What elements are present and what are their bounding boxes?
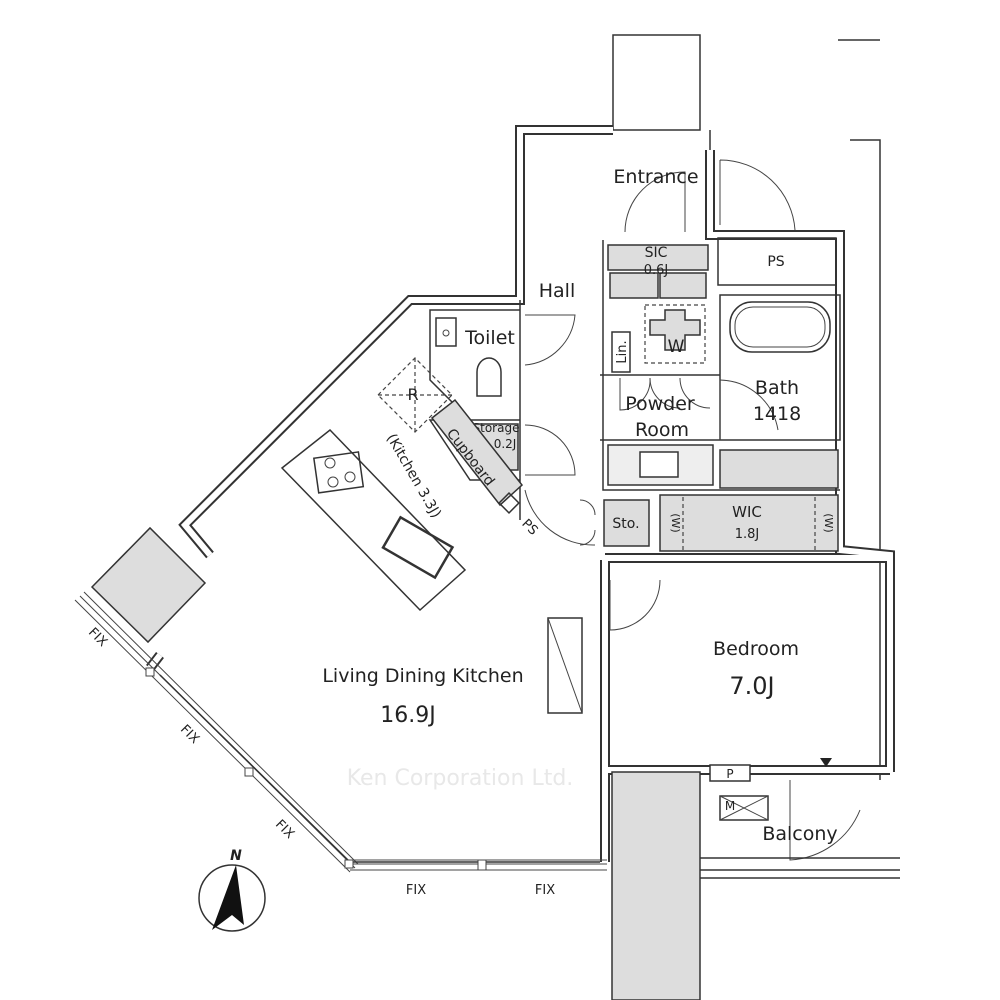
toilet-sink xyxy=(435,317,457,347)
balcony-rail xyxy=(700,857,900,879)
compass-label: N xyxy=(230,848,242,864)
bathtub-inner xyxy=(734,306,826,348)
linen-label: Lin. xyxy=(615,340,630,363)
bath-label: Bath xyxy=(755,377,799,399)
fix-label-3: FIX xyxy=(272,817,297,842)
storage-label: Storage xyxy=(473,421,520,435)
kitchen-counter xyxy=(280,428,467,612)
sink-icon xyxy=(442,329,450,337)
sc-size: 0.6J xyxy=(644,263,669,278)
cupboard xyxy=(430,398,524,507)
walls xyxy=(146,125,895,862)
linen-closet xyxy=(611,331,631,373)
fix-label-5: FIX xyxy=(535,883,555,898)
sc-label: SIC xyxy=(645,245,668,261)
window-mullion xyxy=(244,767,254,777)
burner-icon xyxy=(324,457,336,469)
doors xyxy=(524,159,861,861)
ps-kitchen-label: PS xyxy=(518,517,540,539)
storage-closet xyxy=(603,499,650,547)
pipe-space-kitchen xyxy=(498,492,520,514)
wic-size: 1.8J xyxy=(735,527,760,542)
ps-label: PS xyxy=(767,254,784,270)
bedroom-label: Bedroom xyxy=(713,638,799,660)
walk-in-closet xyxy=(659,494,839,552)
column xyxy=(90,526,207,644)
wic-w-right: (W) xyxy=(822,513,835,532)
fix-label-1: FIX xyxy=(85,625,110,650)
wic-shelf xyxy=(719,449,839,489)
stove-icon xyxy=(313,451,365,494)
fix-label-2: FIX xyxy=(177,722,202,747)
fridge-label: R xyxy=(407,385,418,404)
meter-box-cross xyxy=(719,795,769,821)
toilet-bowl-icon xyxy=(476,357,502,397)
powder-room-label-2: Room xyxy=(635,419,689,441)
washer-label: W xyxy=(668,337,685,357)
kitchen-label: (Kitchen 3.3J) xyxy=(383,431,444,521)
m-label: M xyxy=(725,799,735,813)
kitchen-sink-icon xyxy=(381,515,455,580)
balcony-column xyxy=(611,771,701,1000)
ldk-storage-diagonal xyxy=(547,617,583,714)
north-arrow-icon xyxy=(212,865,244,930)
sto-label: Sto. xyxy=(612,516,639,532)
washbasin-icon xyxy=(639,451,679,478)
window-mullion xyxy=(145,667,155,677)
ldk-storage xyxy=(547,617,583,714)
toilet-label: Toilet xyxy=(464,327,515,349)
balcony-label: Balcony xyxy=(762,823,837,845)
hanger-rail xyxy=(682,497,816,550)
entrance-label: Entrance xyxy=(613,166,698,188)
wic-label: WIC xyxy=(732,503,762,521)
bedroom-size: 7.0J xyxy=(729,672,774,700)
triangle-marker-icon xyxy=(820,758,832,767)
refrigerator-space xyxy=(377,357,453,433)
shoe-closet xyxy=(607,244,709,271)
window-mullion xyxy=(477,859,487,871)
shoe-closet-shelf xyxy=(609,272,659,299)
fix-label-4: FIX xyxy=(406,883,426,898)
ldk-label: Living Dining Kitchen xyxy=(322,665,523,687)
washer-area xyxy=(644,304,706,364)
watermark: Ken Corporation Ltd. xyxy=(347,766,574,791)
window-mullion xyxy=(344,859,354,869)
p-label: P xyxy=(726,767,733,781)
wic-w-left: (W) xyxy=(669,513,682,532)
meter-box xyxy=(719,795,769,821)
bath-size: 1418 xyxy=(753,403,801,425)
ldk-size: 16.9J xyxy=(380,703,435,728)
exterior-wall-right xyxy=(838,39,881,780)
washer-drain-icon xyxy=(649,309,701,351)
compass-icon xyxy=(198,864,266,932)
bathtub-icon xyxy=(729,301,831,353)
burner-icon xyxy=(344,471,356,483)
storage-size: 0.2J xyxy=(494,437,517,451)
shoe-closet-shelf xyxy=(659,272,707,299)
p-box xyxy=(709,764,751,782)
pipe-space xyxy=(717,237,837,286)
powder-room-label-1: Powder xyxy=(625,393,695,415)
burner-icon xyxy=(327,476,339,488)
hall-label: Hall xyxy=(539,280,576,302)
entrance-shaft xyxy=(612,34,701,131)
